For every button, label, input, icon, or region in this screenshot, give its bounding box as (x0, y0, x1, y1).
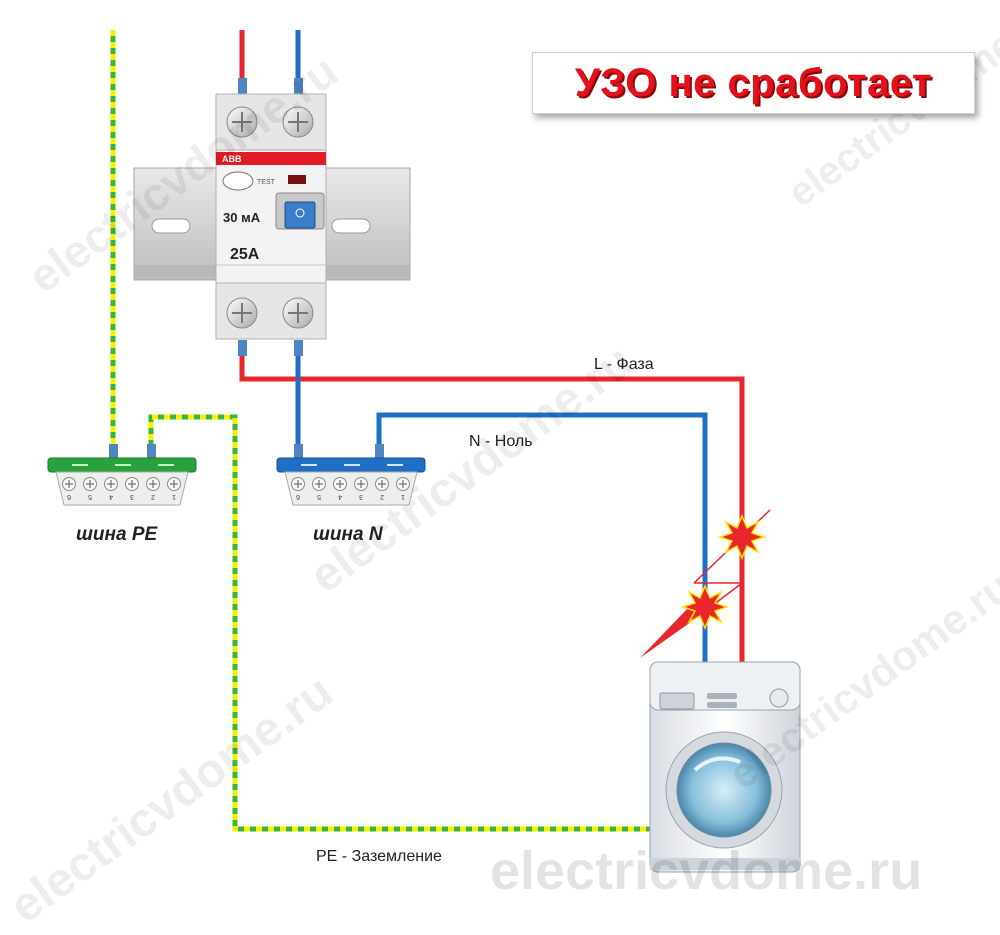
leakage-arrow (640, 606, 705, 658)
rcd-indicator (288, 175, 306, 184)
bus-terminal-number: 4 (338, 493, 342, 500)
bus-terminal-number: 3 (130, 493, 134, 500)
wire-ferrule (294, 444, 303, 460)
wire-ferrule (238, 340, 247, 356)
earth-wire-to-appliance (148, 414, 650, 832)
bus-terminal-number: 5 (317, 493, 321, 500)
spark-icon (717, 514, 767, 560)
rcd-device: ABB TEST 30 мА 25A (215, 93, 327, 340)
bus-terminal-number: 2 (151, 493, 155, 500)
washing-machine (649, 661, 801, 873)
bus-terminal-number: 5 (88, 493, 92, 500)
bus-terminal-number: 6 (296, 493, 300, 500)
screw-terminal (226, 297, 258, 329)
rcd-test-button[interactable] (222, 171, 254, 191)
n-bus-label: шина N (313, 524, 383, 545)
screw-terminal (282, 106, 314, 138)
neutral-wire (376, 412, 708, 662)
n-terminal-row: 6 5 4 3 2 1 (291, 477, 410, 500)
screw-terminal (226, 106, 258, 138)
wire-ferrule (375, 444, 384, 460)
title-box: УЗО не сработает (532, 52, 975, 114)
wire-ferrule (147, 444, 156, 460)
bus-terminal-number: 6 (67, 493, 71, 500)
wire-ferrule (238, 78, 247, 94)
rcd-lever[interactable] (284, 201, 316, 229)
bus-terminal-number: 1 (401, 493, 405, 500)
bus-terminal-number: 3 (359, 493, 363, 500)
fault-indicator (640, 509, 771, 658)
pe-bus-label: шина PE (76, 524, 158, 545)
wire-ferrule (294, 340, 303, 356)
bus-terminal-number: 4 (109, 493, 113, 500)
neutral-label: N - Ноль (469, 433, 533, 450)
rcd-rating: 25A (230, 246, 260, 263)
rcd-brand-strip (216, 152, 326, 165)
pe-terminal-row: 6 5 4 3 2 1 (62, 477, 181, 500)
earth-label: PE - Заземление (316, 848, 442, 865)
bus-terminal-number: 2 (380, 493, 384, 500)
spark-icon (680, 584, 730, 630)
rcd-sensitivity: 30 мА (223, 210, 261, 225)
phase-label: L - Фаза (594, 356, 654, 373)
rcd-test-label: TEST (257, 179, 276, 186)
screw-terminal (282, 297, 314, 329)
wiring-diagram: ABB TEST 30 мА 25A 6 5 4 3 2 1 6 5 4 3 2 1 (47, 30, 801, 873)
watermark-bottom: electricvdome.ru (490, 841, 923, 901)
bus-terminal-number: 1 (172, 493, 176, 500)
rcd-brand: ABB (222, 154, 242, 164)
wire-ferrule (294, 78, 303, 94)
diagram-title: УЗО не сработает (574, 60, 933, 105)
wire-ferrule (109, 444, 118, 460)
